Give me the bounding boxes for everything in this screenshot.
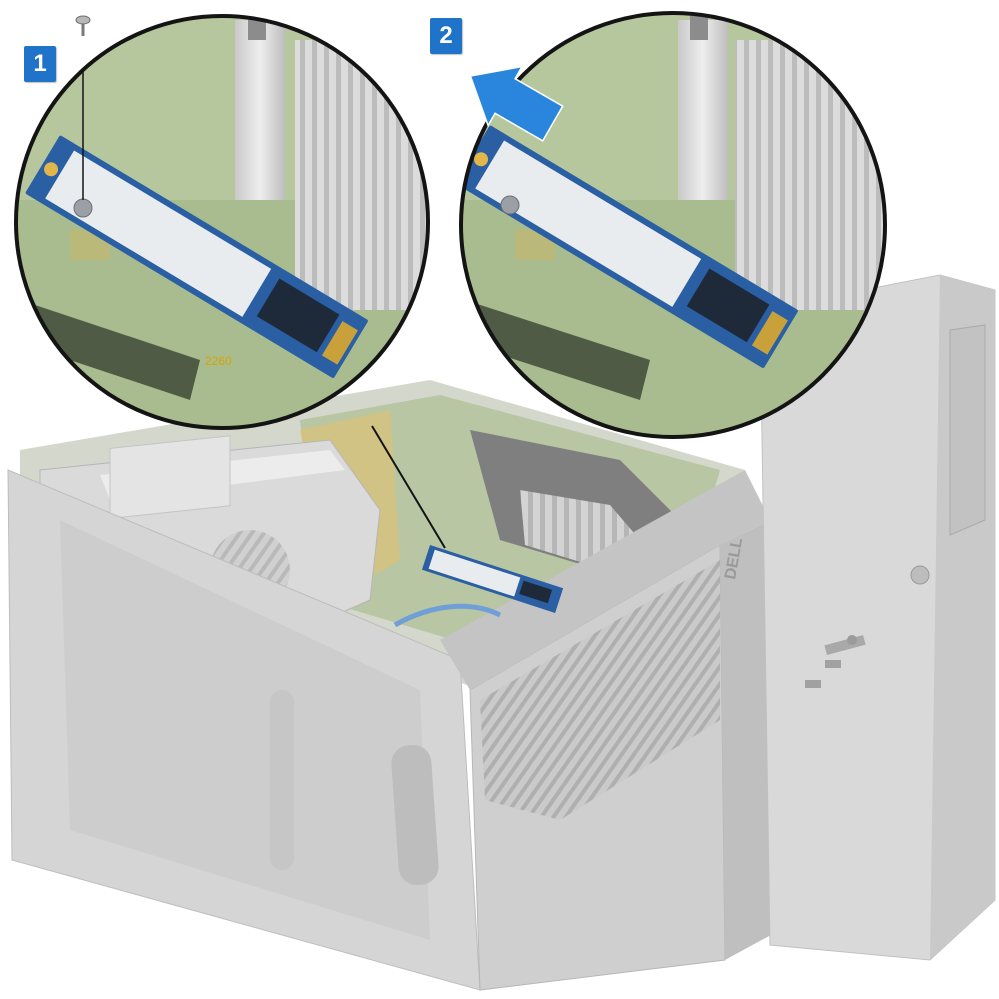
m2-ssd-icon [461, 125, 798, 368]
callout-ring-left [14, 14, 430, 430]
front-bezel: DELL [440, 470, 780, 991]
sata-cable [393, 603, 502, 628]
pcie-slot [16, 300, 200, 400]
side-panel-handle [270, 690, 294, 870]
m2-ssd-icon [25, 135, 368, 378]
callout-leader-line [371, 425, 446, 549]
optical-drive-bay [949, 324, 986, 536]
heatsink-icon [735, 40, 885, 310]
ssd-label [475, 140, 702, 307]
ssd-label [45, 150, 272, 317]
arrow-icon [469, 65, 564, 142]
screw-icon [75, 15, 91, 36]
front-grille [480, 560, 720, 820]
callout-ring-right [459, 11, 887, 439]
front-top-lip [440, 470, 770, 690]
standoff [500, 195, 520, 215]
callout-step-2 [459, 11, 887, 439]
m2-ssd-in-chassis [421, 545, 564, 613]
side-panel-vent [391, 744, 439, 886]
chassis-side-recess [60, 520, 430, 940]
pcie-slot [461, 300, 650, 400]
power-button [910, 565, 930, 585]
power-supply-label [109, 435, 231, 519]
front-panel-tower [759, 274, 996, 961]
standoff [73, 198, 93, 218]
computer-chassis: DELL [7, 274, 996, 991]
step-number-2: 2 [430, 18, 462, 54]
front-audio-jack [847, 635, 857, 645]
power-supply [39, 435, 381, 641]
board-marking: 2260 [205, 354, 232, 368]
step-number-1: 1 [24, 46, 56, 82]
